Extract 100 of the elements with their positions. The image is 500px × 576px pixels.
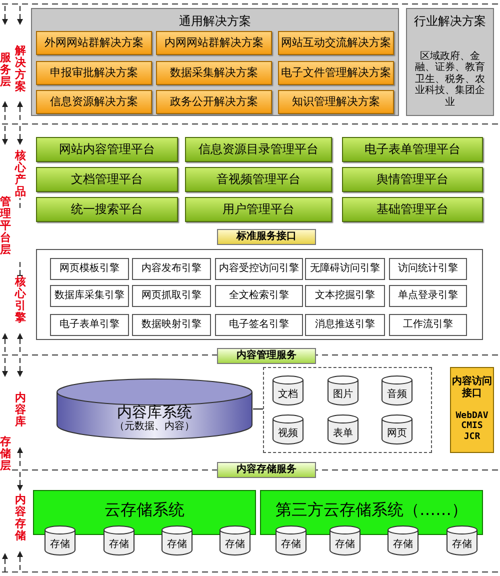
box-label: 音频 — [387, 388, 407, 400]
solution-box — [36, 31, 152, 55]
engine-box — [50, 285, 129, 307]
box-label: 外网网站群解决方案 — [44, 36, 144, 50]
storage-cylinder — [446, 525, 478, 556]
storage-cylinder — [272, 414, 304, 445]
engine-box — [132, 258, 211, 280]
box-label: 内容发布引擎 — [142, 263, 202, 275]
platform-box — [36, 137, 178, 162]
solution-box — [36, 61, 152, 85]
engine-box — [132, 314, 211, 336]
box-label: 数据映射引擎 — [142, 319, 202, 331]
engine-box — [305, 314, 385, 336]
layer-label: 服务层 — [0, 52, 11, 88]
interface-tab — [217, 229, 316, 245]
box-label: 存储 — [225, 538, 245, 550]
storage-cylinder — [161, 525, 193, 556]
solution-box — [36, 90, 152, 114]
layer-label: 管理平台层 — [0, 196, 11, 256]
platform-box — [185, 137, 332, 162]
storage-cylinder — [327, 414, 359, 445]
box-label: 数据库采集引擎 — [54, 290, 124, 302]
platform-box — [185, 167, 332, 192]
storage-cylinder — [381, 375, 413, 406]
platform-box — [185, 197, 332, 222]
box-label: 文档 — [278, 388, 298, 400]
layer-label: 存储层 — [0, 436, 11, 472]
service-tab — [217, 462, 316, 478]
platform-box — [342, 167, 483, 192]
platform-box — [36, 167, 178, 192]
box-label: 信息资源目录管理平台 — [198, 142, 318, 156]
box-label: 视频 — [278, 428, 298, 440]
storage-cylinder — [103, 525, 135, 556]
engine-box — [215, 314, 303, 336]
solution-box — [278, 31, 394, 55]
box-label: 全文检索引擎 — [229, 290, 289, 302]
solution-box — [156, 31, 272, 55]
layer-label: 解决方案 — [15, 45, 26, 94]
storage-cylinder — [219, 525, 251, 556]
storage-cylinder — [387, 525, 419, 556]
box-label: 基础管理平台 — [376, 202, 448, 216]
storage-system-box — [260, 490, 483, 535]
platform-box — [342, 137, 483, 162]
box-label: 存储 — [167, 538, 187, 550]
storage-system-box — [33, 490, 256, 535]
box-label: 网页模板引擎 — [60, 263, 120, 275]
engine-box — [305, 258, 385, 280]
box-label: 网站互动交流解决方案 — [281, 36, 391, 50]
box-label: 访问统计引擎 — [398, 263, 458, 275]
box-label: 知识管理解决方案 — [292, 96, 380, 108]
solution-box — [278, 61, 394, 85]
solution-panel — [31, 8, 399, 116]
box-label: 数据采集解决方案 — [170, 66, 258, 80]
layer-label: 内容库 — [15, 392, 26, 428]
engine-box — [50, 314, 129, 336]
box-label: 申报审批解决方案 — [50, 66, 138, 80]
storage-cylinder — [275, 525, 307, 556]
box-label: 内容存储服务 — [236, 464, 296, 476]
box-label: 网站内容管理平台 — [59, 142, 155, 156]
storage-cylinder — [381, 414, 413, 445]
box-label: 存储 — [393, 538, 413, 550]
box-label: 电子表单引擎 — [60, 319, 120, 331]
engine-box — [36, 249, 483, 340]
box-label: 网页抓取引擎 — [142, 290, 202, 302]
service-tab — [217, 348, 316, 364]
box-label: 内容访问接口 — [451, 376, 493, 399]
storage-cylinder — [44, 525, 76, 556]
box-label: 存储 — [335, 538, 355, 550]
box-label: 内容管理服务 — [236, 350, 296, 362]
box-label: 表单 — [333, 428, 353, 440]
box-label: 消息推送引擎 — [315, 319, 375, 331]
storage-cylinder — [329, 525, 361, 556]
box-label: 单点登录引擎 — [398, 290, 458, 302]
engine-box — [215, 258, 303, 280]
box-label: 舆情管理平台 — [376, 172, 448, 186]
box-label: 云存储系统 — [104, 501, 184, 520]
storage-cylinder — [272, 375, 304, 406]
platform-box — [36, 197, 178, 222]
storage-cylinder — [327, 375, 359, 406]
box-label: 音视频管理平台 — [216, 172, 300, 186]
box-label: 文档管理平台 — [71, 172, 143, 186]
box-label: 存储 — [50, 538, 70, 550]
box-label: 统一搜索平台 — [71, 202, 143, 216]
layer-label: 内容存储 — [15, 494, 26, 542]
engine-box — [305, 285, 385, 307]
database-cylinder — [56, 378, 253, 440]
box-label: 内网网站群解决方案 — [164, 36, 264, 50]
repository-group — [263, 367, 432, 453]
connector-line — [253, 408, 263, 410]
engine-box — [215, 285, 303, 307]
box-label: 政务公开解决方案 — [170, 96, 258, 108]
box-label: 存储 — [281, 538, 301, 550]
panel-heading: 通用解决方案 — [179, 15, 251, 29]
box-description: WebDAV CMIS JCR — [454, 411, 490, 442]
box-label: 存储 — [452, 538, 472, 550]
box-label: 图片 — [333, 388, 353, 400]
box-label: 无障碍访问引擎 — [310, 263, 380, 275]
box-label: 存储 — [109, 538, 129, 550]
engine-box — [389, 258, 467, 280]
platform-box — [342, 197, 483, 222]
